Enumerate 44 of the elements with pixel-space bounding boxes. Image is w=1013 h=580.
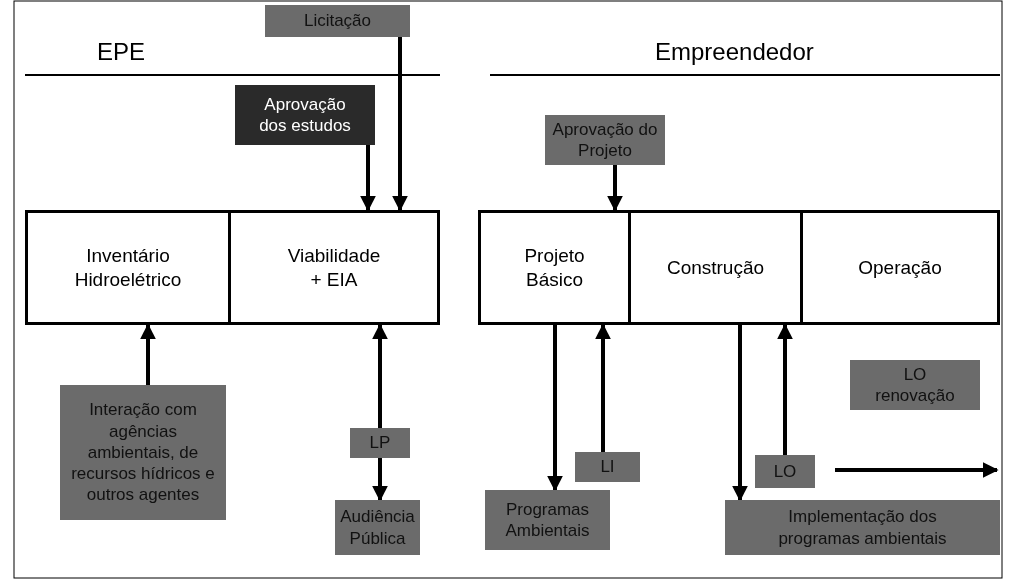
box-text: LI — [600, 456, 615, 478]
box-text: Implementação dos programas ambientais — [777, 506, 948, 549]
license-box — [350, 428, 410, 458]
box-text: Projeto Básico — [523, 243, 586, 292]
box-text: LP — [369, 432, 391, 454]
phase-box — [800, 210, 1000, 325]
section-heading: Empreendedor — [655, 38, 814, 66]
arrow — [732, 325, 748, 502]
box-text: Programas Ambientais — [504, 498, 591, 542]
box-text: Aprovação dos estudos — [258, 93, 352, 137]
box-text: Interação com agências ambientais, de recursos hídricos e outros agentes — [70, 399, 216, 506]
arrow — [360, 145, 376, 212]
box-text: Viabilidade + EIA — [286, 243, 382, 292]
arrow — [595, 323, 611, 452]
box-text: LO renovação — [874, 363, 956, 407]
phase-box — [628, 210, 803, 325]
arrow — [547, 325, 563, 492]
note-box — [60, 385, 226, 520]
box-text: Audiência Pública — [339, 506, 416, 549]
phase-box — [228, 210, 440, 325]
license-box — [755, 455, 815, 488]
box-text: Operação — [858, 255, 942, 280]
arrow — [140, 323, 156, 385]
stage-label — [265, 5, 410, 37]
box-text: Construção — [666, 255, 765, 280]
box-text: LO — [773, 460, 797, 483]
stage-label — [235, 85, 375, 145]
arrow — [372, 323, 388, 428]
arrow — [372, 458, 388, 502]
arrow — [392, 37, 408, 212]
phase-box — [25, 210, 231, 325]
box-text: Inventário Hidroelétrico — [73, 243, 183, 292]
phase-box — [478, 210, 631, 325]
box-text: Aprovação do Projeto — [551, 118, 659, 162]
license-box — [850, 360, 980, 410]
box-text: Licitação — [303, 10, 372, 32]
license-box — [575, 452, 640, 482]
section-heading: EPE — [97, 38, 146, 66]
arrow — [607, 165, 623, 212]
stage-label — [335, 500, 420, 555]
stage-label — [545, 115, 665, 165]
stage-label — [725, 500, 1000, 555]
arrow — [777, 323, 793, 455]
stage-label — [485, 490, 610, 550]
